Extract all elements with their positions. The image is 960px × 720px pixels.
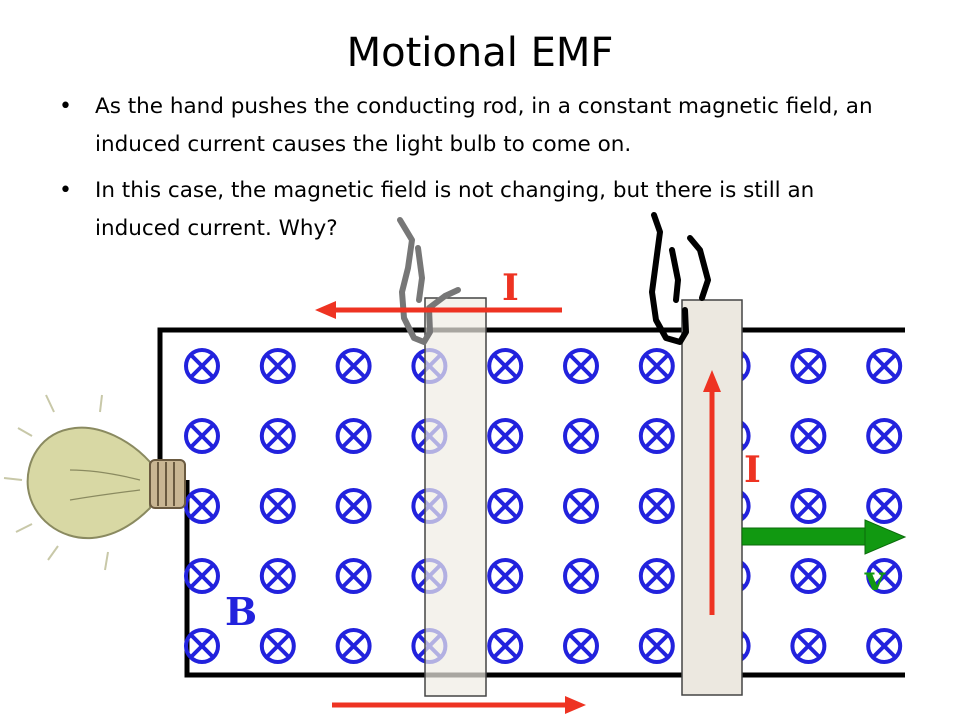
field-into-page-icon bbox=[866, 348, 903, 384]
current-arrow-top bbox=[315, 301, 562, 319]
bullet-dot-icon: • bbox=[59, 178, 72, 203]
bullet-item: • In this case, the magnetic field is no… bbox=[55, 172, 875, 248]
bullet-item: • As the hand pushes the conducting rod,… bbox=[55, 88, 875, 164]
field-into-page-icon bbox=[563, 348, 599, 384]
field-into-page-icon bbox=[790, 628, 827, 664]
field-into-page-icon bbox=[790, 348, 827, 384]
circuit-rails bbox=[157, 327, 905, 678]
field-into-page-icon bbox=[866, 488, 903, 524]
field-into-page-icon bbox=[184, 628, 220, 664]
field-into-page-icon bbox=[563, 418, 599, 454]
field-into-page-icon bbox=[487, 348, 524, 384]
velocity-arrow bbox=[741, 519, 907, 555]
field-into-page-icon bbox=[259, 348, 296, 384]
field-into-page-icon bbox=[638, 628, 675, 664]
field-into-page-icon bbox=[563, 558, 599, 594]
field-into-page-icon bbox=[259, 418, 296, 454]
field-into-page-icon bbox=[259, 488, 296, 524]
field-into-page-icon bbox=[638, 348, 675, 384]
field-into-page-icon bbox=[335, 558, 372, 594]
field-into-page-icon bbox=[866, 628, 903, 664]
field-into-page-icon bbox=[335, 418, 372, 454]
field-into-page-icon bbox=[335, 348, 372, 384]
current-label-rod: I bbox=[744, 449, 761, 491]
field-into-page-icon bbox=[259, 558, 296, 594]
field-label: B bbox=[225, 589, 257, 634]
field-into-page-icon bbox=[638, 488, 675, 524]
current-arrow-bottom bbox=[332, 696, 586, 714]
field-into-page-icon bbox=[184, 558, 220, 594]
field-into-page-icon bbox=[335, 628, 372, 664]
field-into-page-icon bbox=[335, 488, 372, 524]
current-arrow-rod bbox=[703, 370, 721, 615]
velocity-label: v bbox=[864, 559, 886, 599]
field-into-page-icon bbox=[563, 488, 599, 524]
lightbulb-icon bbox=[3, 394, 186, 571]
ghost-hand-icon bbox=[397, 217, 461, 345]
ghost-rod bbox=[424, 297, 487, 697]
field-into-page-icon bbox=[487, 628, 524, 664]
bullet-dot-icon: • bbox=[59, 94, 72, 119]
current-label-top: I bbox=[502, 267, 519, 309]
field-into-page-icon bbox=[790, 418, 827, 454]
field-into-page-icon bbox=[184, 488, 220, 524]
field-into-page-icon bbox=[866, 558, 903, 594]
bullet-text: As the hand pushes the conducting rod, i… bbox=[95, 94, 873, 157]
field-into-page-icon bbox=[487, 488, 524, 524]
field-into-page-icon bbox=[184, 348, 220, 384]
field-into-page-icon bbox=[790, 558, 827, 594]
bullet-list: • As the hand pushes the conducting rod,… bbox=[55, 88, 875, 256]
field-into-page-icon bbox=[259, 628, 296, 664]
field-into-page-icon bbox=[790, 488, 827, 524]
bullet-text: In this case, the magnetic field is not … bbox=[95, 178, 815, 241]
field-into-page-icon bbox=[866, 418, 903, 454]
field-into-page-icon bbox=[563, 628, 599, 664]
field-into-page-icon bbox=[487, 418, 524, 454]
field-into-page-icon bbox=[184, 418, 220, 454]
field-into-page-icon bbox=[638, 558, 675, 594]
magnetic-field-grid bbox=[184, 348, 903, 664]
slide-title: Motional EMF bbox=[346, 30, 614, 76]
field-into-page-icon bbox=[638, 418, 675, 454]
hand-icon bbox=[649, 212, 711, 345]
field-into-page-icon bbox=[487, 558, 524, 594]
